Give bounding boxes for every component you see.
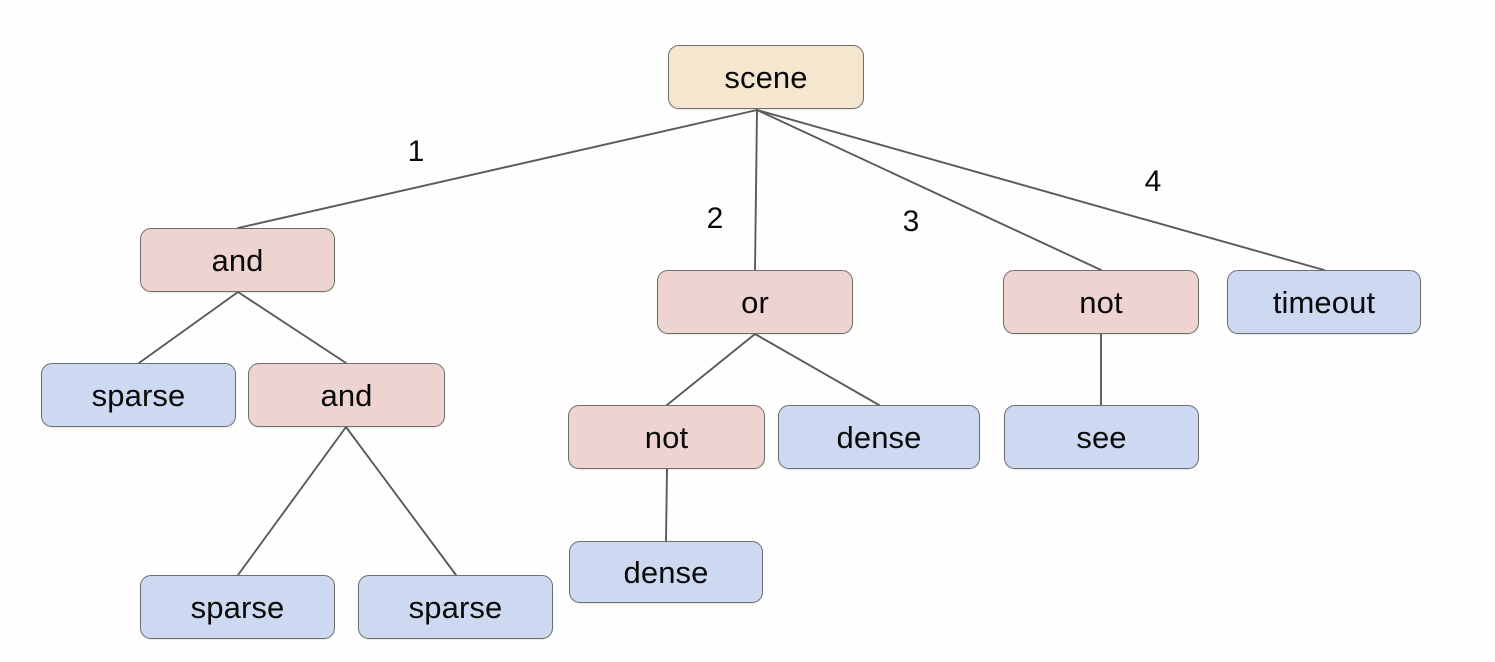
tree-edge [237,291,347,364]
edge-label-1: 1 [407,135,425,168]
tree-edge [756,109,1325,271]
tree-node-label: and [211,242,264,278]
tree-node-dense2[interactable]: dense [569,541,763,603]
tree-edge [754,109,758,271]
tree-edge [345,426,457,576]
tree-edge [666,333,756,406]
tree-node-label: sparse [91,377,186,413]
tree-node-label: sparse [408,589,503,625]
tree-node-and1[interactable]: and [140,228,335,292]
tree-node-sparse3[interactable]: sparse [358,575,553,639]
tree-node-label: dense [836,419,922,455]
tree-node-label: or [741,284,769,320]
edge-label-2: 2 [706,202,724,235]
tree-node-not1[interactable]: not [1003,270,1199,334]
tree-node-label: scene [724,59,808,95]
tree-node-label: dense [623,554,709,590]
tree-node-label: sparse [190,589,285,625]
tree-edge [756,109,1102,271]
tree-node-or1[interactable]: or [657,270,853,334]
tree-node-label: not [644,419,689,455]
tree-node-sparse2[interactable]: sparse [140,575,335,639]
edge-label-3: 3 [902,205,920,238]
tree-node-see1[interactable]: see [1004,405,1199,469]
tree-node-scene[interactable]: scene [668,45,864,109]
edge-label-4: 4 [1144,165,1162,198]
tree-edge [665,468,668,542]
tree-node-label: timeout [1272,284,1376,320]
tree-edge [138,291,239,364]
tree-node-timeout1[interactable]: timeout [1227,270,1421,334]
tree-node-label: not [1079,284,1123,320]
tree-node-dense1[interactable]: dense [778,405,980,469]
tree-node-and2[interactable]: and [248,363,445,427]
tree-node-label: and [320,377,373,413]
tree-node-not2[interactable]: not [568,405,765,469]
tree-node-sparse1[interactable]: sparse [41,363,236,427]
tree-edge [237,426,347,576]
tree-edge [754,333,880,406]
tree-edge [237,109,758,229]
tree-node-label: see [1076,419,1127,455]
